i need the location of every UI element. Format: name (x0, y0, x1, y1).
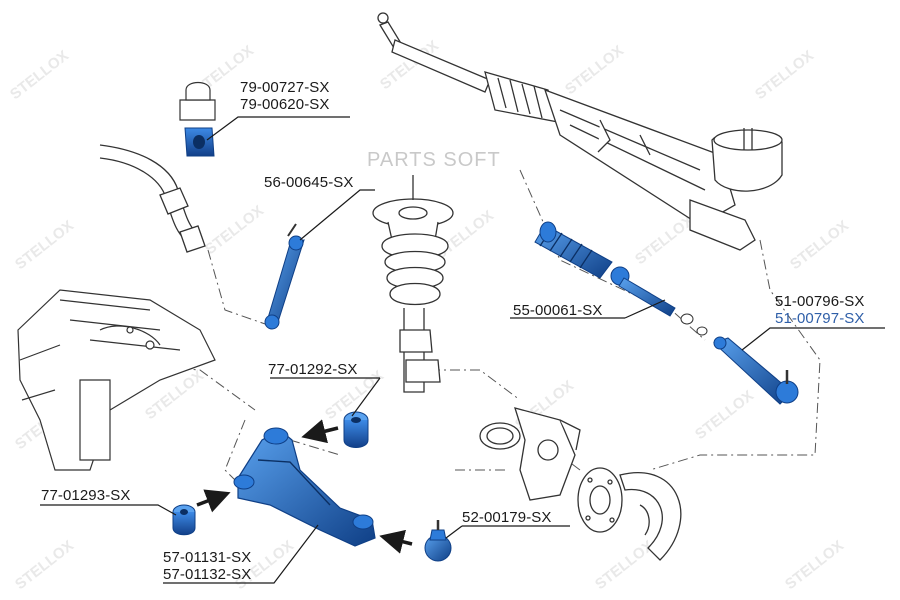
watermark-9: STELLOX (632, 212, 697, 268)
callout-control-arm[interactable]: 57-01131-SX 57-01132-SX (163, 549, 251, 583)
callout-ball-joint[interactable]: 52-00179-SX (462, 509, 552, 526)
subframe (17, 289, 216, 471)
steering-rack (377, 12, 783, 251)
tie-rod-boot-part (534, 221, 613, 279)
watermark-4: STELLOX (562, 42, 627, 98)
watermark-18: STELLOX (592, 537, 657, 593)
part-number-77-01293[interactable]: 77-01293-SX (41, 487, 131, 504)
stabilizer-bushing-part (179, 81, 216, 157)
callout-front-bushing[interactable]: 77-01292-SX (268, 361, 358, 378)
part-number-79-00727[interactable]: 79-00727-SX (240, 79, 330, 96)
watermark-10: STELLOX (787, 217, 852, 273)
part-number-55-00061[interactable]: 55-00061-SX (513, 302, 603, 319)
stabilizer-link-part (264, 223, 305, 330)
ball-joint-part (424, 520, 452, 562)
rear-bushing-part (172, 504, 196, 536)
knuckle-hub-assembly (479, 407, 682, 561)
callout-stabilizer-link[interactable]: 56-00645-SX (264, 174, 354, 191)
callout-rear-bushing[interactable]: 77-01293-SX (41, 487, 131, 504)
callout-stabilizer-bushing[interactable]: 79-00727-SX 79-00620-SX (240, 79, 330, 113)
part-number-79-00620[interactable]: 79-00620-SX (240, 96, 330, 113)
part-number-57-01132[interactable]: 57-01132-SX (163, 566, 252, 583)
watermark-19: STELLOX (782, 537, 847, 593)
tie-rod-end-part (713, 336, 799, 405)
part-number-56-00645[interactable]: 56-00645-SX (264, 174, 354, 191)
callout-tie-rod-boot[interactable]: 55-00061-SX (513, 302, 603, 319)
leader-lines (40, 116, 885, 584)
part-number-52-00179[interactable]: 52-00179-SX (462, 509, 552, 526)
front-bushing-part (343, 411, 369, 448)
inner-tie-rod-part (610, 266, 708, 336)
stabilizer-bar (99, 144, 206, 253)
watermark-16: STELLOX (12, 537, 77, 593)
strut-assembly (372, 175, 454, 393)
watermark-7: STELLOX (202, 202, 267, 258)
watermark-6: STELLOX (12, 217, 77, 273)
part-number-51-00796[interactable]: 51-00796-SX (775, 293, 865, 310)
control-arm-part (233, 427, 376, 547)
part-number-57-01131[interactable]: 57-01131-SX (163, 549, 252, 566)
brand-watermark: PARTS SOFT (367, 149, 501, 171)
assembly-arrows (196, 419, 413, 554)
watermark-1: STELLOX (7, 47, 72, 103)
watermark-15: STELLOX (692, 387, 757, 443)
watermark-5: STELLOX (752, 47, 817, 103)
part-number-77-01292[interactable]: 77-01292-SX (268, 361, 358, 378)
callout-tie-rod-end[interactable]: 51-00796-SX 51-00797-SX (775, 293, 865, 327)
part-number-51-00797[interactable]: 51-00797-SX (775, 310, 865, 327)
